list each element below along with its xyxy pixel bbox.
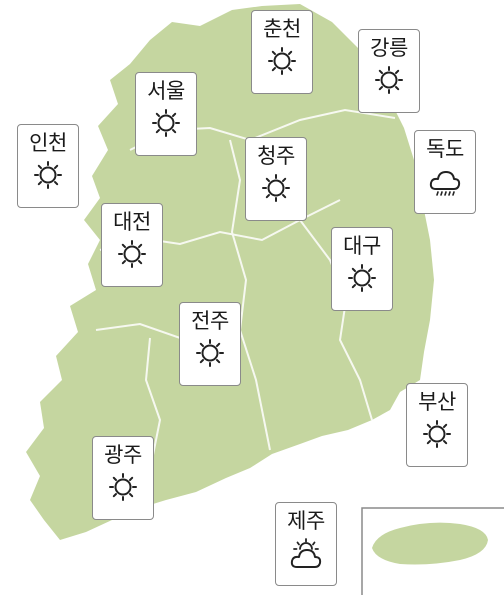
city-card-seoul: 서울 — [135, 72, 197, 156]
city-name: 서울 — [147, 79, 185, 103]
city-name: 인천 — [29, 131, 67, 155]
sunny-icon — [348, 264, 376, 292]
city-name: 전주 — [191, 309, 229, 333]
city-card-incheon: 인천 — [17, 124, 79, 208]
city-card-jeju: 제주 — [275, 502, 337, 586]
city-card-gangneung: 강릉 — [358, 29, 420, 113]
city-card-dokdo: 독도 — [414, 130, 476, 214]
sunny-icon — [34, 161, 62, 189]
sunny-icon — [118, 240, 146, 268]
city-card-jeonju: 전주 — [179, 302, 241, 386]
city-card-cheongju: 청주 — [245, 137, 307, 221]
mainland-land — [26, 4, 434, 540]
sunny-icon — [152, 109, 180, 137]
city-name: 춘천 — [263, 17, 301, 41]
sunny-icon — [109, 473, 137, 501]
city-name: 대구 — [343, 234, 381, 258]
city-name: 부산 — [418, 390, 456, 414]
sunny-icon — [423, 420, 451, 448]
city-name: 청주 — [257, 144, 295, 168]
city-card-chuncheon: 춘천 — [251, 10, 313, 94]
sunny-icon — [375, 66, 403, 94]
city-card-daejeon: 대전 — [101, 203, 163, 287]
city-name: 강릉 — [370, 36, 408, 60]
sunny-icon — [196, 339, 224, 367]
jeju-island — [372, 522, 488, 565]
cloud-rain-icon — [429, 171, 461, 196]
sunny-icon — [268, 47, 296, 75]
city-name: 제주 — [287, 509, 325, 533]
sunny-icon — [262, 174, 290, 202]
city-card-busan: 부산 — [406, 383, 468, 467]
city-name: 대전 — [113, 210, 151, 234]
city-name: 독도 — [426, 137, 464, 161]
city-card-gwangju: 광주 — [92, 436, 154, 520]
partly-cloudy-icon — [290, 538, 322, 568]
city-card-daegu: 대구 — [331, 227, 393, 311]
city-name: 광주 — [104, 443, 142, 467]
jeju-inset-frame — [361, 507, 504, 595]
